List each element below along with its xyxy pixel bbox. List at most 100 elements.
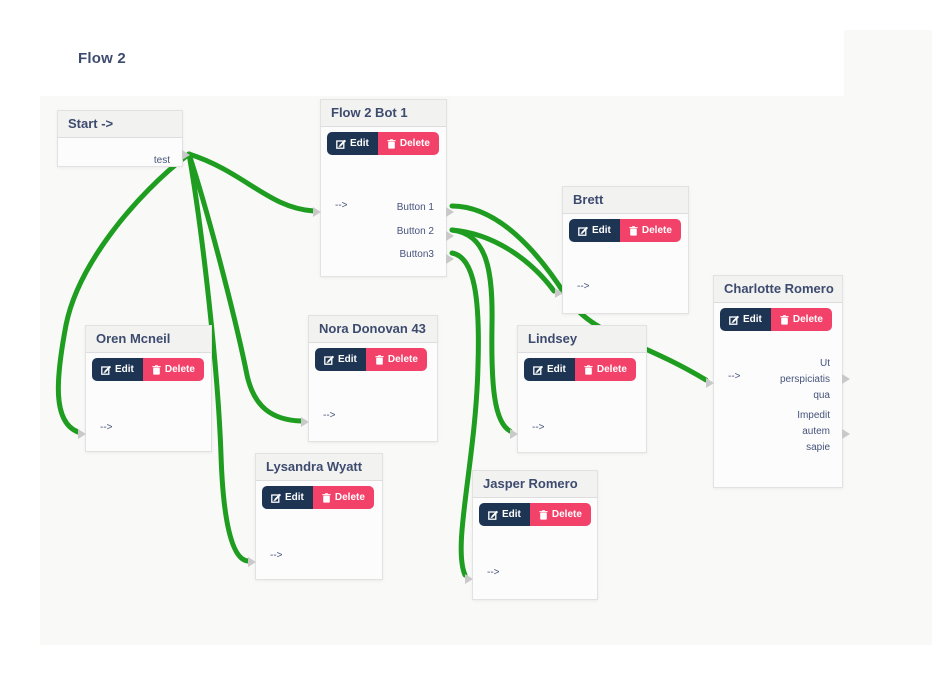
input-connector-icon[interactable] <box>78 429 86 439</box>
pencil-icon <box>729 315 739 325</box>
input-port: --> <box>518 422 646 433</box>
delete-button[interactable]: Delete <box>377 132 439 155</box>
node-title: Lindsey <box>518 326 646 353</box>
connection-curve[interactable] <box>449 250 481 578</box>
input-port: --> <box>473 567 597 578</box>
input-connector-icon[interactable] <box>465 574 473 584</box>
node-title: Oren Mcneil <box>86 326 211 353</box>
pencil-icon <box>271 493 281 503</box>
node-title: Charlotte Romero <box>714 276 842 303</box>
trash-icon <box>539 509 548 520</box>
trash-icon <box>322 492 331 503</box>
delete-button[interactable]: Delete <box>365 348 427 371</box>
delete-button-label: Delete <box>792 314 823 325</box>
edit-button-label: Edit <box>338 354 357 365</box>
port-label: --> <box>532 422 545 433</box>
node-actions: Edit Delete <box>327 132 439 155</box>
edit-button-label: Edit <box>502 509 521 520</box>
output-port: Button3 <box>321 247 446 263</box>
edit-button[interactable]: Edit <box>720 308 771 331</box>
port-label: --> <box>100 422 113 433</box>
edit-button[interactable]: Edit <box>92 358 143 381</box>
edit-button[interactable]: Edit <box>569 219 620 242</box>
delete-button[interactable]: Delete <box>529 503 591 526</box>
delete-button-label: Delete <box>399 138 430 149</box>
delete-button[interactable]: Delete <box>142 358 204 381</box>
connection-curve[interactable] <box>449 227 513 434</box>
delete-button-label: Delete <box>387 354 418 365</box>
output-connector-icon[interactable] <box>842 374 850 384</box>
edit-button-label: Edit <box>547 364 566 375</box>
delete-button[interactable]: Delete <box>312 486 374 509</box>
input-connector-icon[interactable] <box>301 417 309 427</box>
node-actions: Edit Delete <box>524 358 636 381</box>
edit-button[interactable]: Edit <box>262 486 313 509</box>
port-label: autem <box>802 426 830 437</box>
connection-curve[interactable] <box>55 151 192 435</box>
port-label: sapie <box>806 442 830 453</box>
node-actions: Edit Delete <box>479 503 591 526</box>
edit-button[interactable]: Edit <box>524 358 575 381</box>
connection-curve[interactable] <box>186 151 317 214</box>
pencil-icon <box>336 139 346 149</box>
output-port: Button 1 <box>321 200 446 216</box>
input-port: --> <box>563 281 688 292</box>
page-title: Flow 2 <box>78 50 126 67</box>
edit-button[interactable]: Edit <box>315 348 366 371</box>
node-start[interactable]: Start -> test <box>57 110 190 167</box>
output-connector-icon[interactable] <box>446 231 454 241</box>
delete-button[interactable]: Delete <box>770 308 832 331</box>
output-connector-icon[interactable] <box>182 150 190 160</box>
trash-icon <box>375 354 384 365</box>
node-title: Brett <box>563 187 688 214</box>
pencil-icon <box>101 365 111 375</box>
delete-button[interactable]: Delete <box>574 358 636 381</box>
port-label: test <box>153 155 170 166</box>
pencil-icon <box>488 510 498 520</box>
node-actions: Edit Delete <box>262 486 374 509</box>
input-port: --> <box>714 371 842 382</box>
input-connector-icon[interactable] <box>248 557 256 567</box>
input-connector-icon[interactable] <box>313 207 321 217</box>
port-label: qua <box>813 390 830 401</box>
node-actions: Edit Delete <box>720 308 832 331</box>
node-title: Start -> <box>58 111 182 138</box>
output-connector-icon[interactable] <box>446 254 454 264</box>
pencil-icon <box>533 365 543 375</box>
edit-button[interactable]: Edit <box>327 132 378 155</box>
input-port: --> <box>309 410 437 421</box>
delete-button-label: Delete <box>641 225 672 236</box>
trash-icon <box>584 364 593 375</box>
port-label: Button 1 <box>396 202 434 213</box>
connection-curve[interactable] <box>186 151 251 564</box>
output-connector-icon[interactable] <box>842 429 850 439</box>
edit-button-label: Edit <box>350 138 369 149</box>
input-connector-icon[interactable] <box>555 288 563 298</box>
delete-button[interactable]: Delete <box>619 219 681 242</box>
trash-icon <box>629 225 638 236</box>
trash-icon <box>387 138 396 149</box>
output-connector-icon[interactable] <box>446 207 454 217</box>
connection-curve[interactable] <box>186 151 304 424</box>
delete-button-label: Delete <box>551 509 582 520</box>
edit-button-label: Edit <box>285 492 304 503</box>
input-connector-icon[interactable] <box>706 378 714 388</box>
input-connector-icon[interactable] <box>510 429 518 439</box>
port-label: --> <box>487 567 500 578</box>
delete-button-label: Delete <box>164 364 195 375</box>
trash-icon <box>152 364 161 375</box>
node-title: Lysandra Wyatt <box>256 454 382 481</box>
edit-button-label: Edit <box>592 225 611 236</box>
edit-button[interactable]: Edit <box>479 503 530 526</box>
port-label: --> <box>577 281 590 292</box>
